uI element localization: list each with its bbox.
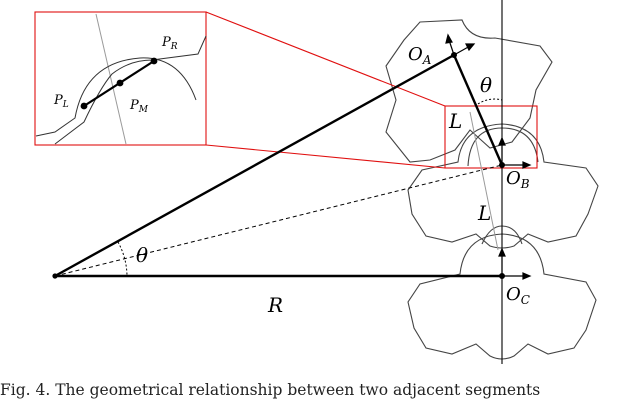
inset-gray-line xyxy=(95,13,127,145)
inner-arc-middle xyxy=(467,127,539,167)
point-pm xyxy=(116,79,124,87)
label-l-bottom: L xyxy=(477,201,491,225)
arrow-ob-y-head xyxy=(498,136,506,146)
angle-arc-left xyxy=(117,241,128,277)
label-r: R xyxy=(267,293,283,317)
link-line-oa-ob xyxy=(452,54,504,166)
arrow-oa-x-head xyxy=(465,43,476,52)
radius-line-to-oa xyxy=(54,53,455,278)
origin-oc xyxy=(499,273,506,280)
label-theta-left: θ xyxy=(136,243,148,267)
angle-arc-top xyxy=(477,98,503,105)
inset-curve-upper xyxy=(54,35,207,145)
inset-curve-lower xyxy=(35,57,197,137)
label-p-r: PR xyxy=(161,35,178,52)
label-p-m: PM xyxy=(129,98,149,115)
arrow-ob-x-head xyxy=(522,161,532,169)
label-p-l: PL xyxy=(53,93,69,110)
origin-oa xyxy=(451,51,458,58)
segment-b-outline xyxy=(407,123,599,249)
callout-leader-top xyxy=(205,11,446,107)
callout-leader-bottom xyxy=(205,144,446,169)
label-o-c: OC xyxy=(506,284,530,307)
arrow-oa-y-head xyxy=(445,33,453,44)
main-lines xyxy=(54,0,504,364)
axis-arrows xyxy=(52,33,532,280)
label-l-top: L xyxy=(448,109,462,133)
label-theta-top: θ xyxy=(480,73,492,97)
segment-c-outline xyxy=(407,233,597,360)
point-pr xyxy=(150,57,158,65)
arrow-oc-y-head xyxy=(498,247,506,257)
segment-shapes xyxy=(385,19,599,360)
inset-content xyxy=(35,13,207,145)
segment-a-outline xyxy=(385,19,553,163)
point-pl xyxy=(80,102,88,110)
label-o-b: OB xyxy=(506,168,530,191)
figure-caption: Fig. 4. The geometrical relationship bet… xyxy=(0,381,541,399)
gray-axis-line xyxy=(469,111,499,251)
origin-ob xyxy=(499,162,506,169)
callout-zoom-box xyxy=(34,11,207,146)
dashed-line-to-ob xyxy=(54,164,503,277)
arrow-oc-x-head xyxy=(522,272,532,280)
label-o-a: OA xyxy=(408,44,432,67)
origin-base xyxy=(52,273,58,279)
